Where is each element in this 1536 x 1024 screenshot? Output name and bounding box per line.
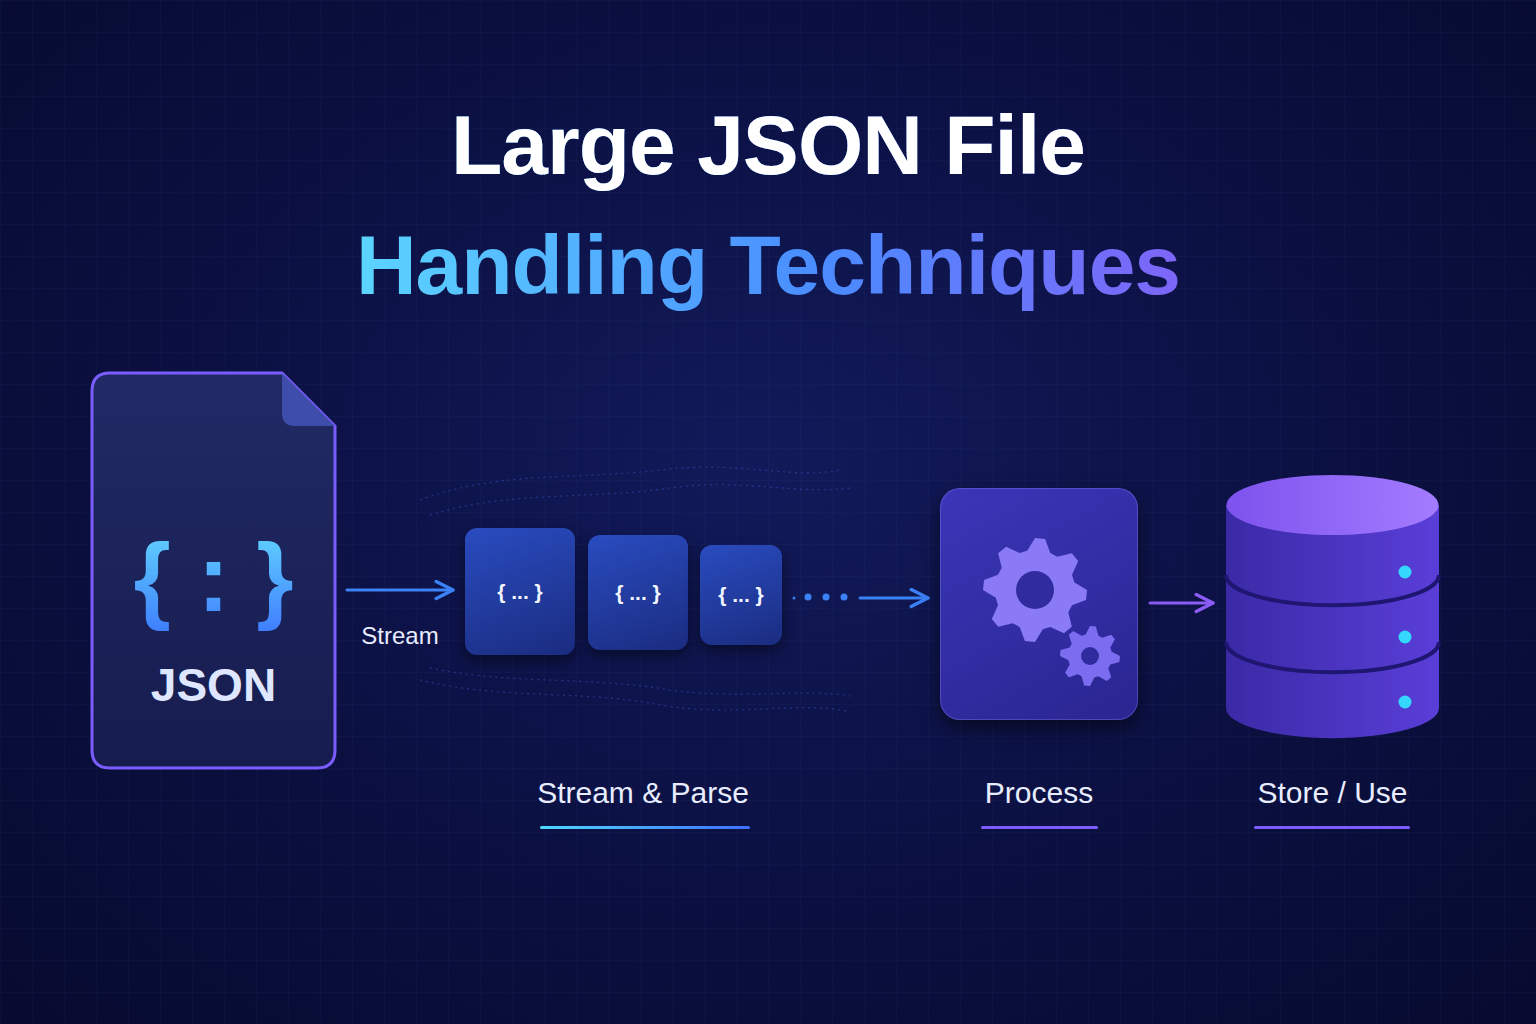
file-label: JSON — [151, 657, 276, 713]
json-chunk: { ... } — [700, 545, 782, 645]
status-light — [1399, 696, 1412, 709]
process-box: Process — [940, 488, 1138, 720]
chunk-label: { ... } — [615, 581, 661, 605]
node-shape — [1225, 470, 1440, 740]
stage-label: Stream & Parse — [537, 773, 749, 813]
json-chunk: { ... } — [465, 528, 575, 655]
database-body — [1226, 505, 1439, 738]
database-cylinder: Store / Use — [1225, 470, 1440, 740]
json-file-icon: { : } JSON — [92, 373, 335, 768]
gear-icon — [983, 538, 1087, 642]
title: Large JSON File Handling Techniques — [268, 85, 1268, 325]
gear-icon — [1060, 626, 1120, 686]
underline — [1254, 826, 1410, 829]
edge-label: Stream — [361, 621, 438, 651]
node-label: Process — [880, 773, 1198, 813]
json-chunk: { ... } — [588, 535, 688, 650]
underline — [540, 826, 750, 829]
file-outline — [92, 373, 335, 768]
stream-waves — [420, 467, 850, 712]
node-shape — [940, 488, 1138, 720]
continuation-dots — [805, 594, 848, 601]
flow-arrow — [1150, 602, 1213, 605]
chunk-label: { ... } — [718, 583, 764, 607]
underline — [981, 826, 1098, 829]
file-label: { : } — [133, 523, 293, 633]
database-top — [1227, 475, 1439, 535]
chunk-label: { ... } — [497, 580, 543, 604]
flow-arrow — [794, 597, 928, 600]
node-label: Store / Use — [1165, 773, 1500, 813]
status-light — [1399, 566, 1412, 579]
status-light — [1399, 631, 1412, 644]
file-fold — [282, 373, 335, 426]
flow-arrow — [347, 589, 453, 592]
